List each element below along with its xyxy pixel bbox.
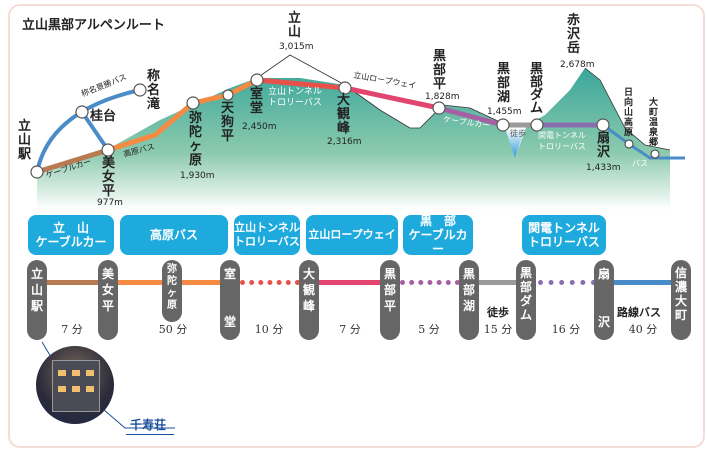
station-murodo: 室堂: [250, 87, 264, 116]
stop-kurobe-dam[interactable]: 黒 部 ダ ム: [516, 260, 536, 340]
elev-daikanbo: 2,316m: [327, 137, 362, 147]
header-kogen-bus: 高原バス: [120, 215, 228, 255]
segment-kurobe-cable: [400, 280, 460, 285]
frame: [8, 4, 705, 448]
inn-photo: [36, 346, 114, 424]
ogizawa-bus-line: [602, 123, 685, 160]
header-tateyama-trolley: 立山トンネル トロリーバス: [234, 215, 300, 255]
peak-akazawadake: 赤沢岳: [567, 13, 581, 56]
elev-bijodaira: 977m: [97, 198, 123, 208]
ropeway-line: [344, 85, 440, 111]
time-kanden-trolley: 16 分: [551, 323, 581, 336]
time-kurobe-cable: 5 分: [418, 323, 440, 336]
stop-kurobedaira[interactable]: 黒 部 平: [380, 260, 400, 340]
tateyama-peak: [256, 54, 346, 86]
elevation-profile: [30, 54, 685, 210]
map-title: 立山黒部アルペンルート: [22, 18, 165, 33]
stop-tateyama[interactable]: 立 山 駅: [27, 260, 47, 340]
segment-route-bus: [604, 280, 681, 285]
elev-midagahara: 1,930m: [180, 171, 215, 181]
station-kurobe-dam: 黒部ダム: [530, 62, 544, 116]
station-daikanbo: 大観峰: [337, 93, 351, 136]
station-kurobedaira: 黒部平: [433, 49, 447, 92]
time-cable: 7 分: [61, 323, 83, 336]
stop-murodo[interactable]: 室 堂: [220, 260, 240, 340]
stop-daikanbo[interactable]: 大 観 峰: [299, 260, 319, 340]
elev-tateyama: 3,015m: [279, 42, 314, 52]
mode-route-bus: 路線バス: [617, 306, 661, 319]
inn-label[interactable]: 千寿荘: [126, 416, 175, 435]
segment-cable: [37, 280, 108, 285]
station-hinatayama: 日向山高原: [624, 88, 634, 138]
stop-ogizawa[interactable]: 扇 沢: [594, 260, 614, 340]
header-tateyama-cable: 立 山 ケーブルカー: [28, 215, 114, 255]
time-bus: 50 分: [158, 323, 188, 336]
station-kurobeko: 黒部湖: [497, 62, 511, 105]
kurobe-cable-line: [438, 105, 504, 128]
mode-walk: 徒歩: [487, 306, 509, 319]
elev-ogizawa: 1,433m: [586, 163, 621, 173]
trolley-line: [256, 77, 346, 91]
station-midagahara: 弥陀ヶ原: [189, 111, 203, 168]
station-tateyama: 立山駅: [18, 119, 32, 162]
segment-ropeway: [309, 280, 390, 285]
elev-kurobeko: 1,455m: [487, 107, 522, 117]
stop-midagahara[interactable]: 弥 陀 ヶ 原: [162, 260, 182, 322]
stop-shinano-omachi[interactable]: 信 濃 大 町: [671, 260, 691, 340]
peak-tateyama: 立山: [288, 11, 302, 40]
elev-kurobedaira: 1,828m: [425, 92, 460, 102]
elev-akazawadake: 2,678m: [560, 60, 595, 70]
time-ropeway: 7 分: [339, 323, 361, 336]
header-kanden-trolley: 関電トンネル トロリーバス: [522, 215, 606, 255]
station-ogizawa: 扇沢: [597, 131, 611, 160]
route-trolley: 立山トンネル トロリーバス: [268, 87, 322, 108]
segment-walk: [469, 280, 526, 285]
stop-kurobeko[interactable]: 黒 部 湖: [459, 260, 479, 340]
route-kanden-trolley: 関電トンネル トロリーバス: [538, 131, 586, 151]
station-katsuradai: 桂台: [90, 109, 117, 124]
time-route-bus: 40 分: [628, 323, 658, 336]
segment-trolley: [240, 280, 300, 285]
segment-kanden-trolley: [538, 280, 596, 285]
stop-bijodaira[interactable]: 美 女 平: [98, 260, 118, 340]
station-bijodaira: 美女平: [102, 156, 116, 199]
time-trolley: 10 分: [254, 323, 284, 336]
time-walk: 15 分: [483, 323, 513, 336]
terrain: [37, 68, 670, 210]
lake: [505, 128, 525, 158]
cable-line: [36, 147, 109, 175]
header-ropeway: 立山ロープウェイ: [306, 215, 398, 255]
station-tengudaira: 天狗平: [221, 101, 235, 144]
station-shomyo-falls: 称名滝: [147, 69, 161, 112]
station-omachi-onsen: 大町温泉郷: [649, 98, 659, 148]
route-walk: 徒歩: [510, 129, 526, 138]
route-ogizawa-bus: バス: [632, 159, 648, 168]
shomyo-bus-line: [35, 88, 141, 173]
header-kurobe-cable: 黒 部 ケーブルカー: [403, 214, 473, 256]
elev-murodo: 2,450m: [242, 122, 277, 132]
